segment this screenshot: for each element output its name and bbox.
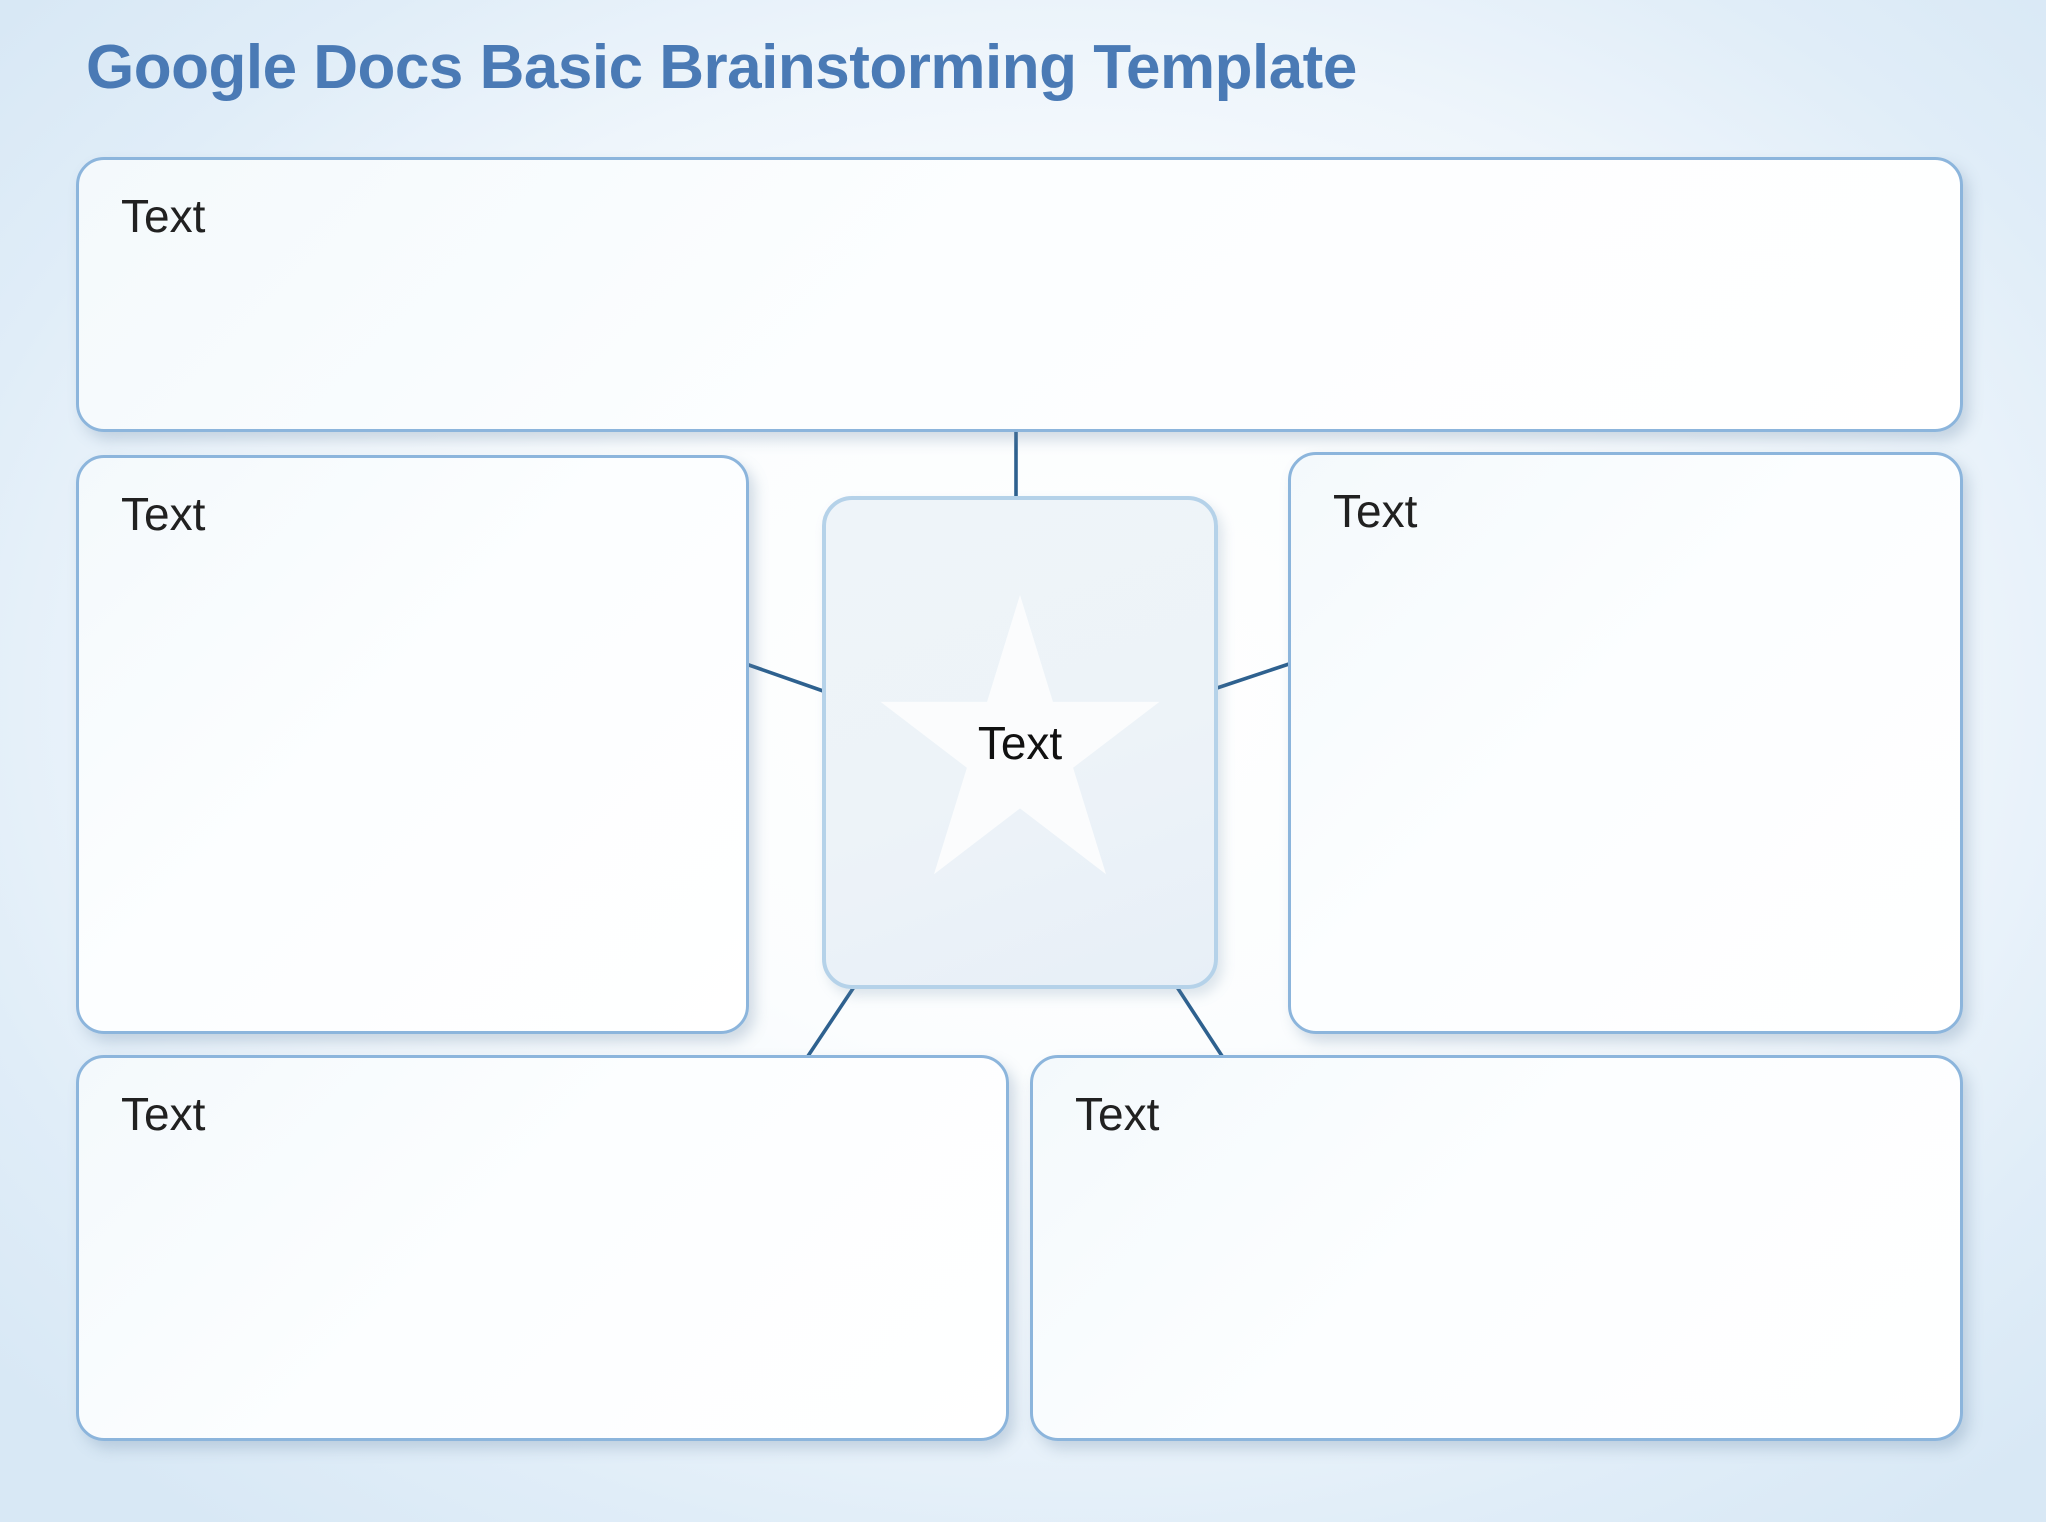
central-topic-box-label: Text (977, 716, 1063, 769)
bottom-right-idea-box-label: Text (1075, 1088, 1160, 1140)
connector-bottom-left (804, 982, 858, 1061)
top-idea-box[interactable]: Text (76, 157, 1963, 432)
page-title: Google Docs Basic Brainstorming Template (86, 33, 1357, 102)
bottom-left-idea-box[interactable]: Text (76, 1055, 1009, 1441)
connector-bottom-right (1173, 982, 1226, 1061)
connector-left (744, 662, 828, 694)
left-idea-box-label: Text (121, 488, 206, 540)
left-idea-box[interactable]: Text (76, 455, 749, 1034)
right-idea-box[interactable]: Text (1288, 452, 1963, 1034)
central-topic-box[interactable]: Text (822, 496, 1218, 989)
connector-right (1212, 661, 1294, 691)
bottom-left-idea-box-label: Text (121, 1088, 206, 1140)
star-icon (880, 594, 1160, 874)
bottom-right-idea-box[interactable]: Text (1030, 1055, 1963, 1441)
top-idea-box-label: Text (121, 190, 206, 242)
right-idea-box-label: Text (1333, 485, 1418, 537)
